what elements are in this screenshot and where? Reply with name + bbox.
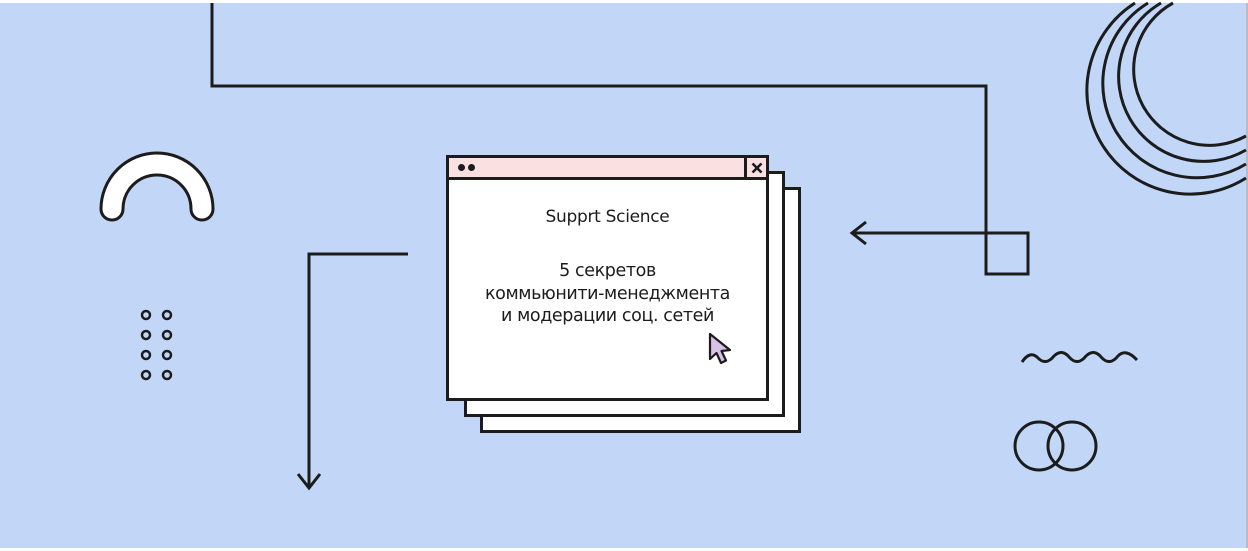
article-headline[interactable]: 5 секретов коммьюнити-менеджмента и моде…	[449, 260, 766, 328]
mouse-pointer-icon	[708, 332, 732, 365]
brand-name: Supprt Science	[545, 207, 670, 227]
headline-line: коммьюнити-менеджмента	[485, 283, 730, 304]
headline-line: и модерации соц. сетей	[500, 306, 715, 326]
window-dots-icon	[458, 164, 465, 171]
wavy-line-icon	[1020, 351, 1139, 363]
overlapping-circles-icon	[1013, 420, 1098, 472]
arrow-down-shaft	[307, 252, 408, 488]
concentric-arcs-icon	[1085, 1, 1247, 196]
dot-grid-icon	[140, 309, 173, 381]
window-titlebar	[449, 158, 766, 180]
arrow-down-icon	[296, 473, 322, 491]
headline-line: 5 секретов	[559, 261, 656, 281]
connector-square	[984, 231, 1030, 276]
arch-shape-icon	[99, 151, 215, 222]
close-button[interactable]	[744, 158, 766, 177]
window-dots-icon	[468, 164, 475, 171]
article-card-window[interactable]: Supprt Science 5 секретов коммьюнити-мен…	[446, 155, 769, 401]
arrow-left-icon	[849, 220, 867, 246]
close-icon	[751, 162, 762, 173]
